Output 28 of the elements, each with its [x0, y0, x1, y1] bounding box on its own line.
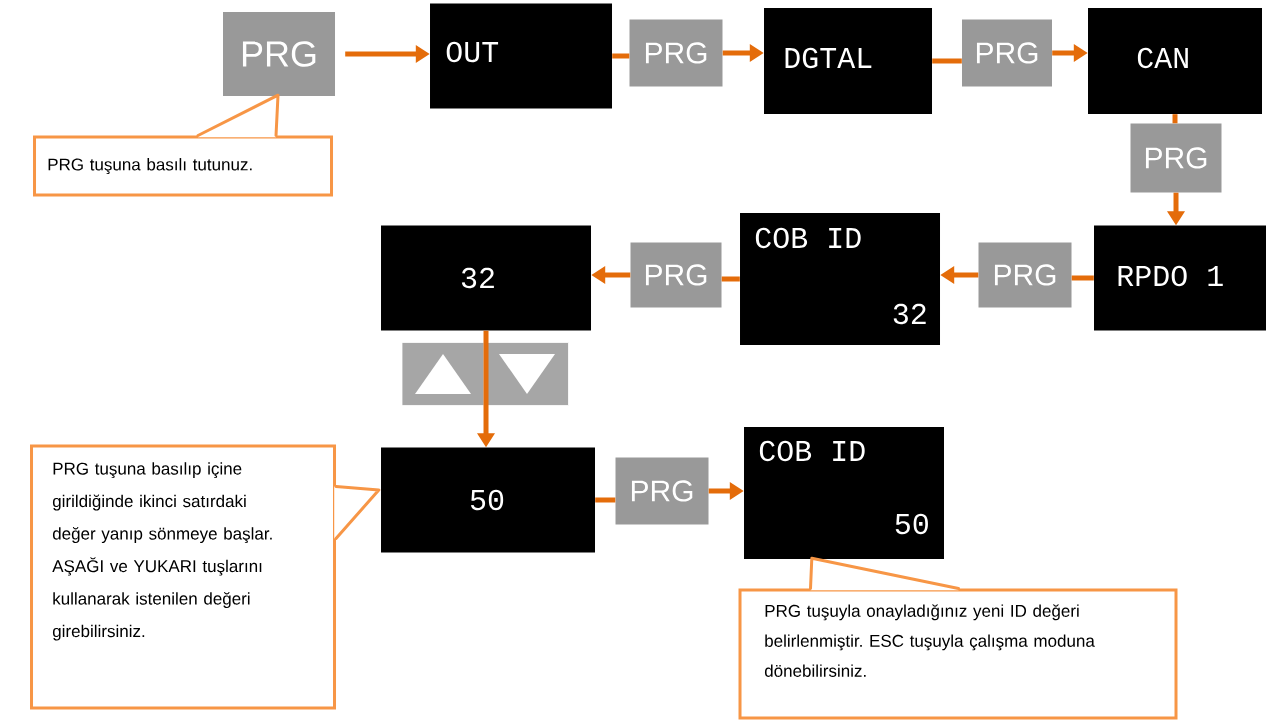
lcd-display: 50	[381, 447, 595, 553]
callout-box: PRG tuşuna basılı tutunuz.	[33, 133, 333, 197]
callout-pointer	[334, 485, 381, 540]
callout-box: PRG tuşuna basılıp içine girildiğinde ikinci satırdaki değer yanıp sönmeye başlar. AŞAĞI ve YUKARI tuşlarını kullanarak istenilen değeri girebilirsiniz.	[30, 444, 338, 710]
connector-line	[1071, 275, 1094, 281]
connector-line	[721, 276, 740, 282]
prg-key: PRG	[223, 12, 335, 96]
connector-line	[1172, 114, 1178, 124]
lcd-display: 32	[381, 225, 591, 331]
prg-key: PRG	[630, 242, 722, 308]
up-arrow-key	[401, 342, 485, 406]
lcd-display: OUT	[430, 3, 612, 109]
connector-line	[932, 58, 962, 64]
lcd-display: DGTAL	[764, 8, 932, 114]
callout-pointer	[809, 556, 960, 590]
lcd-display: COB ID 50	[744, 427, 944, 559]
callout-box: PRG tuşuyla onayladığınız yeni ID değeri belirlenmiştir. ESC tuşuyla çalışma moduna dönebilirsiniz.	[738, 586, 1178, 720]
callout-pointer	[196, 93, 280, 137]
prg-key: PRG	[615, 457, 709, 525]
connector-line	[595, 497, 616, 503]
prg-key: PRG	[629, 19, 723, 87]
lcd-display: CAN	[1088, 8, 1262, 114]
lcd-display: RPDO 1	[1094, 225, 1266, 331]
prg-key: PRG	[1130, 123, 1222, 193]
prg-key: PRG	[962, 19, 1052, 87]
lcd-display: COB ID 32	[740, 213, 940, 345]
prg-key: PRG	[978, 242, 1072, 308]
connector-line	[612, 53, 630, 59]
